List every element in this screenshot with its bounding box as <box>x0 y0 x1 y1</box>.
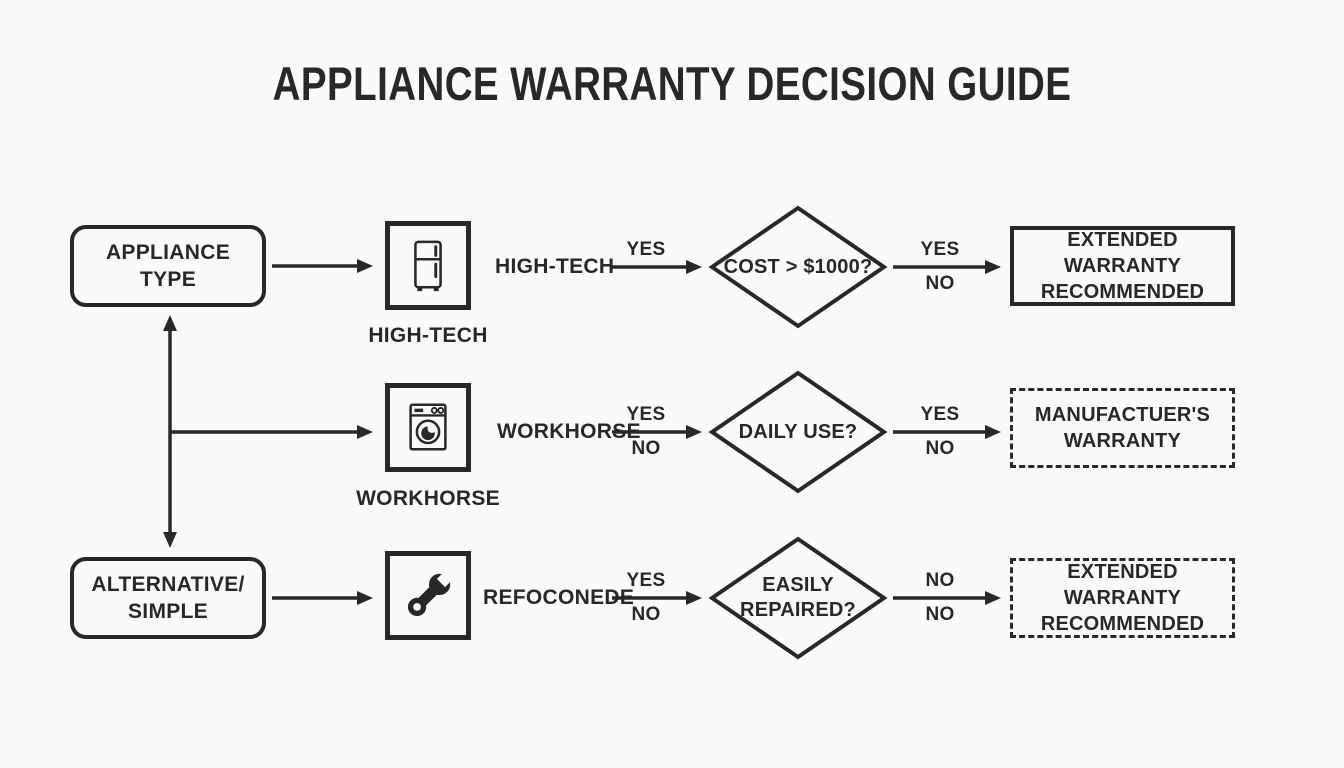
mid-arrow-label-top-row1: YES <box>626 239 666 260</box>
out-arrow-label-bottom-row3: NO <box>925 604 955 625</box>
mid-arrow-label-top-row2: YES <box>626 404 666 425</box>
out-arrow-label-bottom-row2: NO <box>925 438 955 459</box>
out-arrow-label-top-row1: YES <box>920 239 960 260</box>
outcome-2-line2: WARRANTY <box>1063 430 1182 452</box>
wrench-icon <box>407 568 455 616</box>
category-label-high-tech: HIGH-TECH <box>495 255 615 278</box>
outcome-1-line2: RECOMMENDED <box>1040 281 1205 303</box>
icon-caption-high-tech: HIGH-TECH <box>368 324 488 347</box>
arrow-hightech-to-cost <box>612 260 702 274</box>
arrow-appliance-to-hightech <box>272 259 373 273</box>
decision-text-cost-line1: COST > $1000? <box>723 255 873 278</box>
category-label-workhorse: WORKHORSE <box>497 420 641 443</box>
outcome-2-line1: MANUFACTUER'S <box>1034 404 1211 426</box>
outcome-3-line2: RECOMMENDED <box>1040 613 1205 635</box>
decision-diamond-dailyuse <box>708 370 888 494</box>
node-alternative-simple-line1: ALTERNATIVE/ <box>91 572 245 596</box>
arrow-dailyuse-to-outcome <box>893 425 1001 439</box>
connector-appliance-alternative <box>163 315 177 548</box>
out-arrow-label-top-row3: NO <box>925 570 955 591</box>
icon-caption-workhorse: WORKHORSE <box>356 487 500 510</box>
node-alternative-simple-line2: SIMPLE <box>128 600 208 623</box>
arrow-repaired-to-outcome <box>893 591 1001 605</box>
arrow-wrench-to-repaired <box>612 591 702 605</box>
decision-text-repaired-line2: REPAIRED? <box>740 599 856 621</box>
mid-arrow-label-bottom-row2: NO <box>631 438 661 459</box>
icon-box-alternative <box>385 551 471 640</box>
node-appliance-type-line2: TYPE <box>139 268 197 291</box>
out-arrow-label-top-row2: YES <box>920 404 960 425</box>
decision-text-repaired: EASILY REPAIRED? <box>712 573 884 623</box>
arrow-alternative-to-wrench <box>272 591 373 605</box>
decision-text-cost: COST > $1000? <box>712 242 884 292</box>
mid-arrow-label-top-row3: YES <box>626 570 666 591</box>
icon-box-workhorse <box>385 383 471 472</box>
icon-box-high-tech <box>385 221 471 310</box>
decision-diamond-cost <box>708 205 888 329</box>
outcome-box-extended-warranty-1: EXTENDED WARRANTY RECOMMENDED <box>1010 226 1235 306</box>
arrow-branch-to-workhorse <box>171 425 373 439</box>
outcome-1-line1: EXTENDED WARRANTY <box>1063 229 1182 277</box>
node-appliance-type: APPLIANCE TYPE <box>70 225 266 307</box>
mid-arrow-label-bottom-row3: NO <box>631 604 661 625</box>
decision-text-dailyuse: DAILY USE? <box>712 407 884 457</box>
decision-text-dailyuse-line1: DAILY USE? <box>738 420 858 443</box>
out-arrow-label-bottom-row1: NO <box>925 273 955 294</box>
outcome-box-extended-warranty-2: EXTENDED WARRANTY RECOMMENDED <box>1010 558 1235 638</box>
outcome-3-line1: EXTENDED WARRANTY <box>1063 561 1182 609</box>
arrow-workhorse-to-dailyuse <box>612 425 702 439</box>
page-title: APPLIANCE WARRANTY DECISION GUIDE <box>272 57 1072 110</box>
decision-diamond-repaired <box>708 536 888 660</box>
refrigerator-icon <box>414 240 442 291</box>
washing-machine-icon <box>409 403 447 451</box>
node-appliance-type-line1: APPLIANCE <box>105 240 231 264</box>
outcome-box-manufacturers-warranty: MANUFACTUER'S WARRANTY <box>1010 388 1235 468</box>
node-alternative-simple: ALTERNATIVE/ SIMPLE <box>70 557 266 639</box>
category-label-refoconede: REFOCONEDE <box>483 586 635 609</box>
decision-text-repaired-line1: EASILY <box>762 574 834 596</box>
arrow-cost-to-outcome <box>893 260 1001 274</box>
